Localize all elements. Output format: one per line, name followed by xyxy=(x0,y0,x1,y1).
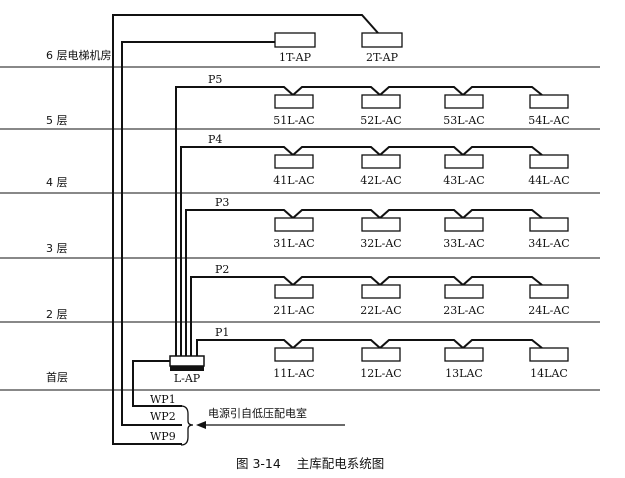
ac-unit-label: 14LAC xyxy=(530,367,568,380)
ac-unit-box xyxy=(529,154,569,169)
ac-unit-label: 31L-AC xyxy=(273,237,314,250)
incoming-label: WP9 xyxy=(150,430,176,443)
ac-unit-label: 24L-AC xyxy=(528,304,569,317)
ac-unit-label: 44L-AC xyxy=(528,174,569,187)
incoming-label: WP2 xyxy=(150,410,176,423)
ac-unit-box xyxy=(361,94,401,109)
ac-unit-label: 32L-AC xyxy=(360,237,401,250)
ac-unit-label: 13LAC xyxy=(445,367,483,380)
floor-label: 2 层 xyxy=(46,308,68,321)
panel-label: 2T-AP xyxy=(366,51,399,64)
ac-unit-label: 43L-AC xyxy=(443,174,484,187)
feeder-label: P3 xyxy=(215,196,229,209)
ac-unit-box xyxy=(361,154,401,169)
ac-unit-box xyxy=(361,217,401,232)
ac-unit-box xyxy=(444,94,484,109)
panel-box xyxy=(361,32,403,48)
floor-label: 3 层 xyxy=(46,242,68,255)
ac-unit-label: 52L-AC xyxy=(360,114,401,127)
feeder-label: P2 xyxy=(215,263,229,276)
ac-unit-label: 53L-AC xyxy=(443,114,484,127)
ac-unit-box xyxy=(529,217,569,232)
riser-wp2 xyxy=(121,41,275,426)
figure-caption: 图 3-14 主库配电系统图 xyxy=(236,456,384,471)
floor-label: 6 层电梯机房 xyxy=(46,48,112,62)
ac-unit-label: 33L-AC xyxy=(443,237,484,250)
bracket xyxy=(180,405,194,446)
main-panel-label: L-AP xyxy=(174,372,201,385)
floor-label: 首层 xyxy=(46,370,68,384)
panel-label: 1T-AP xyxy=(279,51,312,64)
floor-label: 5 层 xyxy=(46,114,68,127)
feeder-label: P1 xyxy=(215,326,229,339)
ac-unit-box xyxy=(274,154,314,169)
ac-unit-box xyxy=(444,217,484,232)
main-panel-base xyxy=(170,366,204,371)
ac-unit-label: 22L-AC xyxy=(360,304,401,317)
ac-unit-label: 23L-AC xyxy=(443,304,484,317)
ac-unit-label: 12L-AC xyxy=(360,367,401,380)
ac-unit-label: 34L-AC xyxy=(528,237,569,250)
riser-wp9 xyxy=(112,14,379,445)
feeder-p5 xyxy=(175,86,543,356)
ac-unit-box xyxy=(274,347,314,362)
main-panel-box xyxy=(169,355,205,367)
ac-unit-box xyxy=(361,347,401,362)
ac-unit-box xyxy=(274,94,314,109)
riser-wp1 xyxy=(132,360,182,407)
feeder-label: P4 xyxy=(208,133,222,146)
ac-unit-box xyxy=(274,217,314,232)
ac-unit-box xyxy=(529,94,569,109)
ac-unit-label: 51L-AC xyxy=(273,114,314,127)
ac-unit-label: 42L-AC xyxy=(360,174,401,187)
ac-unit-box xyxy=(444,284,484,299)
source-note: 电源引自低压配电室 xyxy=(208,406,307,420)
floor-label: 4 层 xyxy=(46,176,68,189)
ac-unit-label: 41L-AC xyxy=(273,174,314,187)
ac-unit-box xyxy=(529,284,569,299)
ac-unit-label: 54L-AC xyxy=(528,114,569,127)
feeder-label: P5 xyxy=(208,73,222,86)
ac-unit-box xyxy=(444,154,484,169)
ac-unit-box xyxy=(361,284,401,299)
ac-unit-box xyxy=(444,347,484,362)
incoming-label: WP1 xyxy=(150,393,176,406)
ac-unit-label: 11L-AC xyxy=(273,367,314,380)
ac-unit-box xyxy=(274,284,314,299)
feeder-p3 xyxy=(185,209,543,356)
ac-unit-label: 21L-AC xyxy=(273,304,314,317)
arrow-head-icon xyxy=(196,421,206,429)
panel-box xyxy=(274,32,316,48)
ac-unit-box xyxy=(529,347,569,362)
